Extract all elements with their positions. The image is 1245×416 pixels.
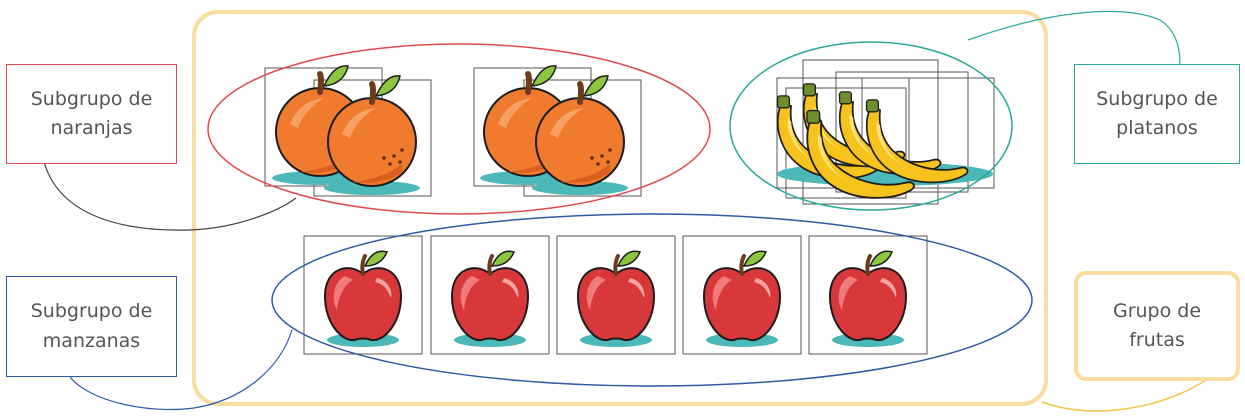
apple-fruit-icon [808, 235, 928, 355]
apples-subgroup-label: Subgrupo de manzanas [6, 276, 177, 377]
apple-fruit-icon [682, 235, 802, 355]
apples-label-line2: manzanas [42, 329, 141, 352]
apple-fruit-icon [556, 235, 676, 355]
bananas-subgroup-label: Subgrupo de platanos [1074, 64, 1240, 164]
orange-subgroup-outline [207, 43, 711, 215]
apple-subgroup-outline [271, 213, 1033, 387]
oranges-connector-line [43, 161, 297, 231]
orange-fruit-icon [473, 66, 642, 196]
oranges-label-line2: naranjas [50, 117, 133, 139]
apples-label-line1: Subgrupo de [30, 300, 153, 323]
group-connector-line [1041, 379, 1207, 412]
fruit-group-outline [192, 10, 1048, 406]
oranges-label-line1: Subgrupo de [30, 87, 153, 110]
bananas-label-line2: platanos [1116, 117, 1198, 139]
apple-fruit-icon [303, 235, 423, 355]
bananas-label-line1: Subgrupo de [1096, 87, 1218, 110]
bananas-connector-line [967, 10, 1181, 65]
apples-connector-line [69, 329, 293, 411]
oranges-subgroup-label: Subgrupo de naranjas [6, 64, 177, 164]
orange-fruit-icon [264, 66, 432, 196]
banana-bunch-icon [776, 59, 995, 205]
group-label-line2: frutas [1129, 329, 1185, 351]
banana-subgroup-outline [729, 41, 1013, 211]
apple-fruit-icon [430, 235, 550, 355]
group-label-line1: Grupo de [1112, 299, 1202, 322]
fruit-group-label: Grupo de frutas [1074, 271, 1240, 381]
